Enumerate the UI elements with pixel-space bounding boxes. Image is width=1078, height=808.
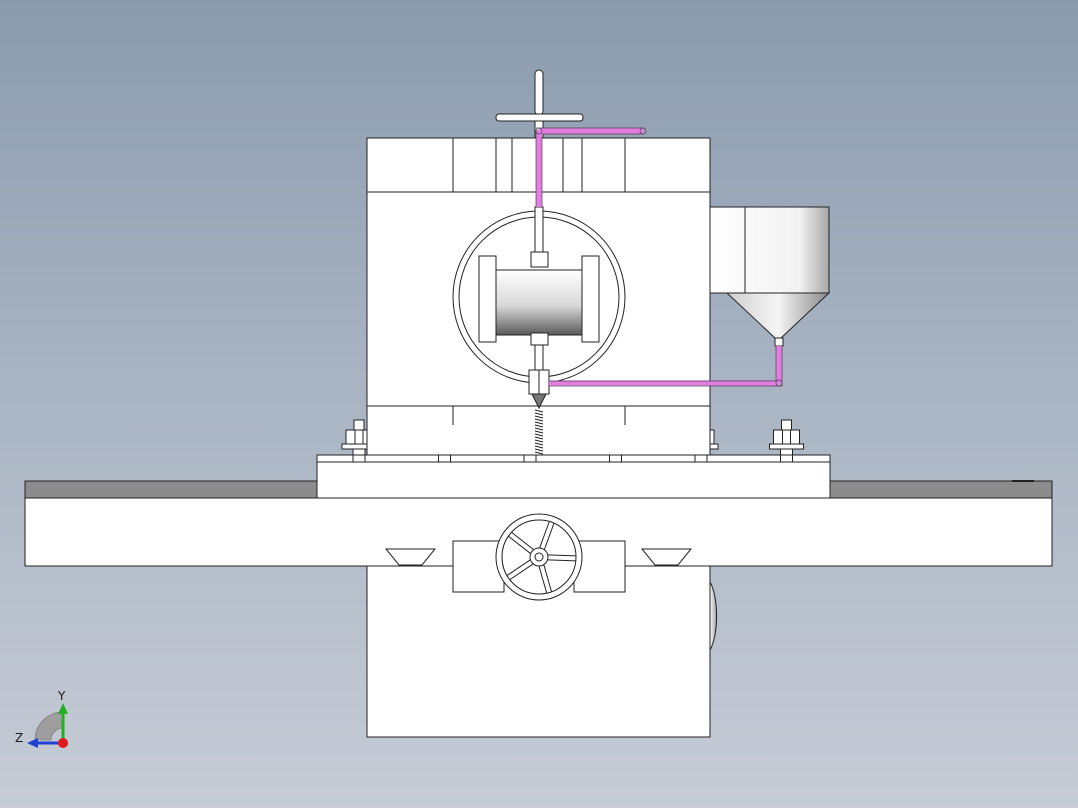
threaded-rod xyxy=(534,409,544,455)
wheel-housing-left xyxy=(452,540,505,593)
thread-line xyxy=(534,442,544,446)
wheel-housing-right xyxy=(573,540,626,593)
thread-line xyxy=(534,424,544,428)
thread-line xyxy=(534,418,544,422)
handle-crossbar[interactable] xyxy=(495,113,584,122)
thread-line xyxy=(534,412,544,416)
handwheel[interactable] xyxy=(495,513,583,601)
thread-line xyxy=(534,409,544,413)
handwheel-spoke xyxy=(538,564,553,594)
roller-flange-right xyxy=(581,255,600,343)
spindle-upper xyxy=(534,206,544,253)
handwheel-spoke xyxy=(539,521,555,550)
thread-line xyxy=(534,430,544,434)
x-axis-dot xyxy=(58,738,68,748)
thread-line xyxy=(534,436,544,440)
roller-flange-left xyxy=(478,255,497,343)
spindle-lower xyxy=(534,344,544,371)
thread-line xyxy=(534,448,544,452)
bolt xyxy=(341,419,377,463)
hopper-cone xyxy=(725,292,831,339)
spindle-cap xyxy=(530,251,549,268)
spindle-lower-cap xyxy=(530,332,549,346)
bolt xyxy=(769,419,804,463)
roller-drum xyxy=(495,269,583,336)
pipe-outlines xyxy=(535,127,783,387)
side-disk xyxy=(709,580,718,652)
z-axis-arrowhead xyxy=(27,738,38,748)
fluid-pipes xyxy=(536,128,782,386)
triad-arc xyxy=(34,711,64,741)
thread-line xyxy=(534,445,544,449)
thread-line xyxy=(534,439,544,443)
handwheel-spoke xyxy=(508,531,534,554)
left-guide xyxy=(384,548,437,566)
thread-line xyxy=(534,421,544,425)
thread-line xyxy=(534,433,544,437)
right-guide xyxy=(640,548,693,566)
thread-line xyxy=(534,415,544,419)
thread-line xyxy=(534,451,544,455)
triad-y-label: Y xyxy=(57,689,66,703)
thread-line xyxy=(534,427,544,431)
hopper-box xyxy=(709,206,830,294)
carriage-plate xyxy=(316,454,831,499)
hopper-outlet xyxy=(774,337,784,347)
nozzle-tip xyxy=(531,393,547,410)
triad-z-label: Z xyxy=(15,731,23,745)
orientation-triad[interactable]: Y Z xyxy=(15,689,68,748)
machine-model[interactable] xyxy=(24,69,1053,738)
handle-knob[interactable] xyxy=(534,69,544,116)
handwheel-spoke xyxy=(547,554,577,562)
y-axis-arrowhead xyxy=(58,703,68,714)
handwheel-spoke xyxy=(506,559,534,581)
